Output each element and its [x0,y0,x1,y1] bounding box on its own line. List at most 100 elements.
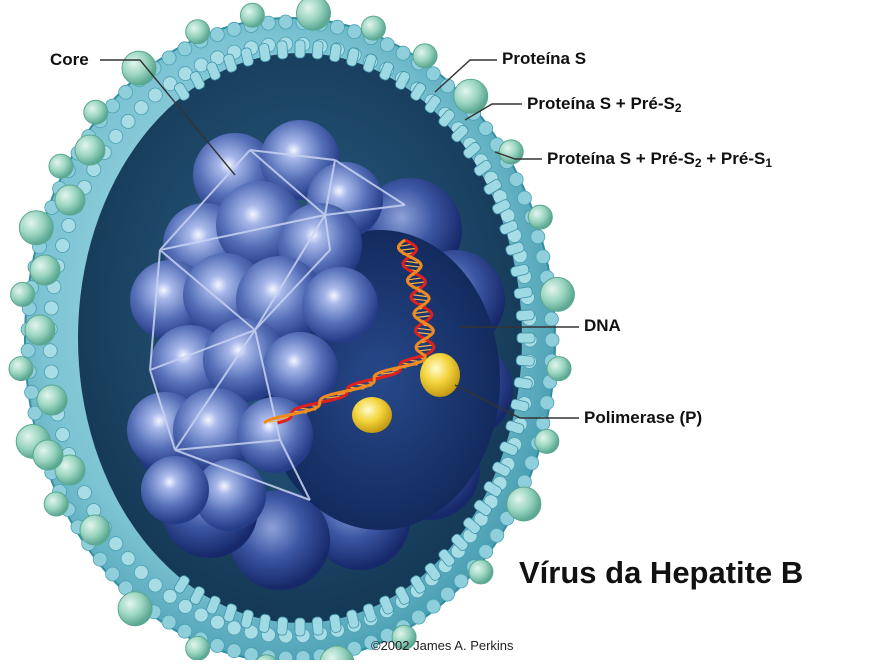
label-protein-s-pre-s2-sub: 2 [675,101,682,115]
membrane-bead [426,67,440,81]
membrane-bead [56,239,70,253]
membrane-bead [544,312,558,326]
membrane-bead [109,537,123,551]
surface-protein [9,357,33,381]
label-protein-s-pre-s2-s1: Proteína S + Pré-S2 + Pré-S1 [547,149,772,169]
membrane-bead [227,621,241,635]
membrane-bead [279,15,293,29]
membrane-bead [134,101,148,115]
diagram-title: Vírus da Hepatite B [519,555,803,591]
label-protein-s-pre-s2-s1-main-a: Proteína S + Pré-S [547,149,695,168]
surface-protein [84,100,108,124]
membrane-bead [227,644,241,658]
inner-bead [277,617,288,636]
membrane-bead [211,615,225,629]
surface-protein [454,79,488,113]
membrane-bead [44,365,58,379]
surface-protein [30,255,60,285]
membrane-bead [194,608,208,622]
membrane-bead [25,385,39,399]
inner-bead [295,40,305,58]
membrane-bead [148,578,162,592]
membrane-bead [540,396,554,410]
membrane-bead [479,122,493,136]
membrane-bead [44,301,58,315]
membrane-bead [244,648,258,661]
polymerase-blob [352,397,392,433]
surface-protein [361,16,385,40]
label-dna: DNA [584,316,621,336]
membrane-bead [525,456,539,470]
membrane-bead [545,333,559,347]
capsid-sphere [302,267,378,343]
surface-protein [547,357,571,381]
surface-protein [49,154,73,178]
membrane-bead [162,615,176,629]
surface-protein [122,51,156,85]
label-protein-s-pre-s2-s1-sub-b: 1 [765,156,772,170]
inner-bead [295,618,305,636]
label-protein-s-pre-s2-s1-main-b: + Pré-S [702,149,766,168]
surface-protein [37,385,67,415]
membrane-bead [210,28,224,42]
label-protein-s-pre-s2-s1-sub-a: 2 [695,156,702,170]
surface-protein [55,185,85,215]
membrane-bead [380,38,394,52]
membrane-bead [56,428,70,442]
inner-bead [277,41,288,60]
surface-protein [413,44,437,68]
membrane-bead [479,545,493,559]
membrane-bead [148,88,162,102]
membrane-bead [21,344,35,358]
inner-bead [516,310,535,321]
inner-bead [517,333,535,343]
membrane-bead [162,51,176,65]
surface-protein [19,211,53,245]
membrane-bead [536,250,550,264]
surface-protein [540,277,574,311]
membrane-bead [106,567,120,581]
surface-protein [186,20,210,44]
surface-protein [80,515,110,545]
membrane-bead [178,624,192,638]
membrane-bead [227,22,241,36]
membrane-bead [62,219,76,233]
surface-protein [507,487,541,521]
membrane-bead [121,552,135,566]
copyright-credit: ©2002 James A. Perkins [371,638,514,653]
surface-protein [186,636,210,660]
membrane-bead [178,42,192,56]
membrane-bead [178,599,192,613]
surface-protein [33,440,63,470]
membrane-bead [121,115,135,129]
membrane-bead [490,528,504,542]
label-protein-s: Proteína S [502,49,586,69]
label-polymerase: Polimerase (P) [584,408,702,428]
membrane-bead [178,67,192,81]
membrane-bead [454,574,468,588]
membrane-bead [77,486,91,500]
membrane-bead [509,173,523,187]
surface-protein [44,492,68,516]
membrane-bead [531,230,545,244]
membrane-bead [441,587,455,601]
inner-bead [312,617,323,636]
surface-protein [469,560,493,584]
membrane-bead [163,589,177,603]
membrane-bead [330,20,344,34]
membrane-bead [210,639,224,653]
surface-protein [297,0,331,30]
capsid-sphere [141,456,209,524]
membrane-bead [93,552,107,566]
membrane-bead [426,599,440,613]
label-core: Core [50,50,89,70]
surface-protein [75,135,105,165]
membrane-bead [134,565,148,579]
inner-bead [312,41,323,60]
membrane-bead [194,58,208,72]
membrane-bead [119,85,133,99]
surface-protein [535,429,559,453]
membrane-bead [109,129,123,143]
inner-bead [516,355,535,366]
